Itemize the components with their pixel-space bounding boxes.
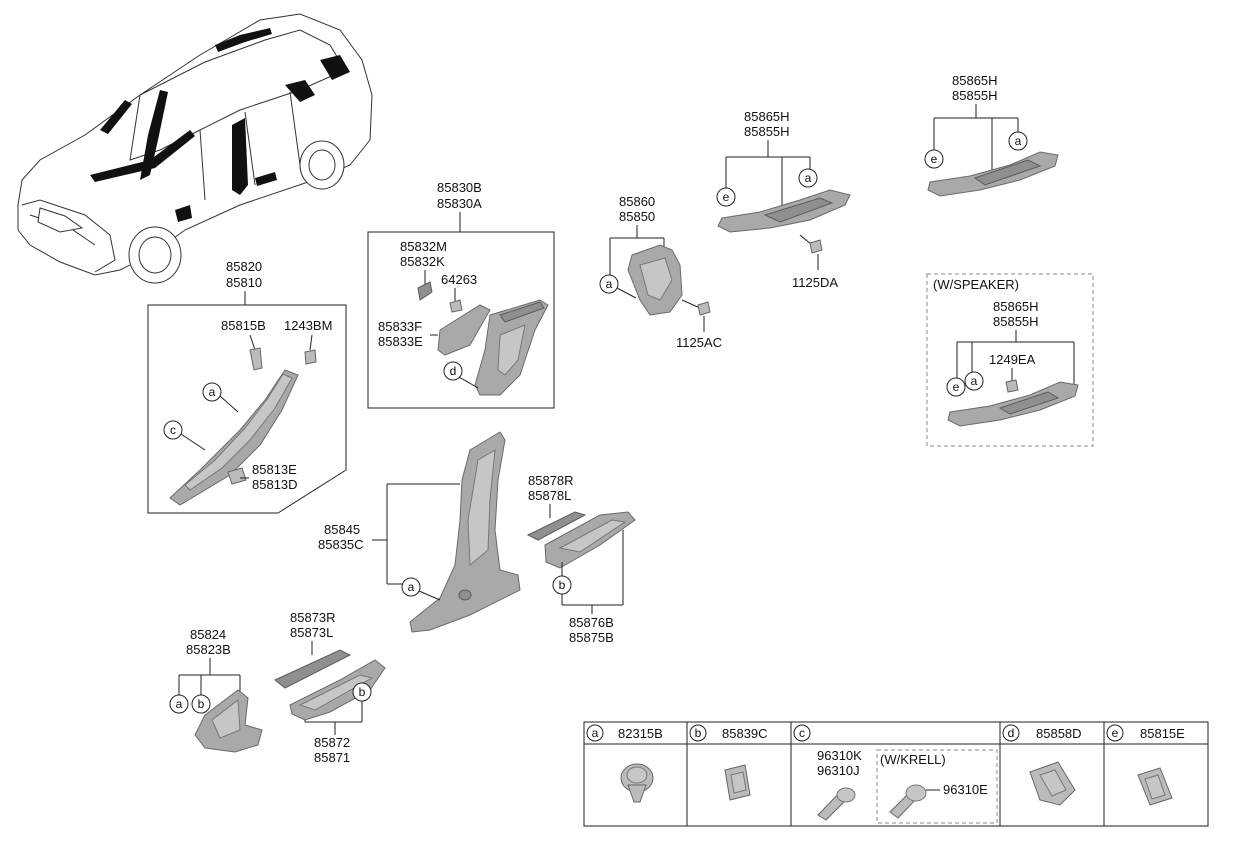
callout-e-85865h-2: e: [931, 152, 938, 166]
legend-part-c2: 96310J: [817, 763, 860, 778]
legend-icon-clip-b: [724, 764, 751, 801]
callout-b-scuff-front: b: [359, 685, 366, 699]
callout-a-speaker: a: [971, 374, 978, 388]
legend-letter-d: d: [1008, 726, 1015, 740]
rear-pillar-upper-group-2: 85865H 85855H e a: [924, 73, 1059, 197]
label-1125AC: 1125AC: [676, 335, 722, 350]
speaker-variant-group: (W/SPEAKER) 85865H 85855H 1249EA e a: [926, 273, 1094, 447]
legend-icon-tweeter-c: [817, 787, 856, 821]
rear-pillar-upper-group-1: 85865H 85855H e a 1125DA: [716, 109, 851, 290]
legend-part-c-krell: 96310E: [943, 782, 988, 797]
a-pillar-group: 85820 85810 85815B 1243BM 85813E 85813D …: [147, 259, 347, 514]
legend-part-d: 85858D: [1036, 726, 1082, 741]
label-85845: 85845: [324, 522, 360, 537]
callout-e-speaker: e: [953, 380, 960, 394]
callout-e-85865h-1: e: [723, 190, 730, 204]
legend-part-a: 82315B: [618, 726, 663, 741]
b-pillar-lower-trim: [409, 431, 521, 633]
b-pillar-upper-group: 85830B 85830A 85832M 85832K 64263 85833F…: [367, 180, 555, 409]
label-85871: 85871: [314, 750, 350, 765]
label-85865H-2: 85865H: [952, 73, 998, 88]
label-1249EA: 1249EA: [989, 352, 1036, 367]
label-1243BM: 1243BM: [284, 318, 332, 333]
legend-part-c1: 96310K: [817, 748, 862, 763]
label-85815B: 85815B: [221, 318, 266, 333]
callout-a-a-pillar: a: [209, 385, 216, 399]
callout-d-b-pillar: d: [450, 364, 457, 378]
rear-pillar-lower-group: 85860 85850 a 1125AC: [599, 194, 722, 350]
label-85878L: 85878L: [528, 488, 571, 503]
cowl-side-group: 85824 85823B a b: [169, 627, 263, 753]
label-85830A: 85830A: [437, 196, 482, 211]
label-85832K: 85832K: [400, 254, 445, 269]
legend-icon-clip-a: [620, 763, 654, 803]
callout-a-85860: a: [606, 277, 613, 291]
callout-b-scuff-rear: b: [559, 578, 566, 592]
callout-a-85865h-2: a: [1015, 134, 1022, 148]
label-85820: 85820: [226, 259, 262, 274]
label-85810: 85810: [226, 275, 262, 290]
callout-a-cowl: a: [176, 697, 183, 711]
legend-variant-krell: (W/KRELL): [880, 752, 946, 767]
b-pillar-lower-group: 85845 85835C a: [318, 431, 521, 633]
legend-part-b: 85839C: [722, 726, 768, 741]
label-85833E: 85833E: [378, 334, 423, 349]
label-85878R: 85878R: [528, 473, 574, 488]
label-64263: 64263: [441, 272, 477, 287]
legend-letter-a: a: [592, 726, 599, 740]
legend-icon-clip-d: [1029, 761, 1076, 806]
label-85865H-1: 85865H: [744, 109, 790, 124]
legend-letter-e: e: [1112, 726, 1119, 740]
legend-part-e: 85815E: [1140, 726, 1185, 741]
label-85824: 85824: [190, 627, 226, 642]
label-85823B: 85823B: [186, 642, 231, 657]
label-85835C: 85835C: [318, 537, 364, 552]
label-85865H-3: 85865H: [993, 299, 1039, 314]
callout-c-a-pillar: c: [170, 423, 176, 437]
label-85860: 85860: [619, 194, 655, 209]
label-85832M: 85832M: [400, 239, 447, 254]
legend-letter-b: b: [695, 726, 702, 740]
label-85875B: 85875B: [569, 630, 614, 645]
label-1125DA: 1125DA: [792, 275, 838, 290]
label-w-speaker: (W/SPEAKER): [933, 277, 1019, 292]
scuff-front-group: 85873R 85873L b 85872 85871: [274, 610, 386, 765]
label-85855H-3: 85855H: [993, 314, 1039, 329]
label-85855H-2: 85855H: [952, 88, 998, 103]
label-85872: 85872: [314, 735, 350, 750]
callout-b-cowl: b: [198, 697, 205, 711]
scuff-rear-group: 85878R 85878L b 85876B 85875B: [526, 473, 636, 645]
label-85813D: 85813D: [252, 477, 298, 492]
label-85850: 85850: [619, 209, 655, 224]
legend-icon-tweeter-krell: [889, 784, 927, 819]
label-85855H-1: 85855H: [744, 124, 790, 139]
label-85873L: 85873L: [290, 625, 333, 640]
label-85830B: 85830B: [437, 180, 482, 195]
vehicle-illustration: [17, 13, 373, 284]
callout-a-85865h-1: a: [805, 171, 812, 185]
label-85876B: 85876B: [569, 615, 614, 630]
label-85813E: 85813E: [252, 462, 297, 477]
label-85873R: 85873R: [290, 610, 336, 625]
legend-icon-clip-e: [1137, 767, 1173, 806]
label-85833F: 85833F: [378, 319, 422, 334]
legend-letter-c: c: [799, 726, 805, 740]
callout-a-b-pillar-lower: a: [408, 580, 415, 594]
fastener-legend-table: a 82315B b 85839C c 96310K 96310J (W/KRE…: [583, 721, 1209, 827]
